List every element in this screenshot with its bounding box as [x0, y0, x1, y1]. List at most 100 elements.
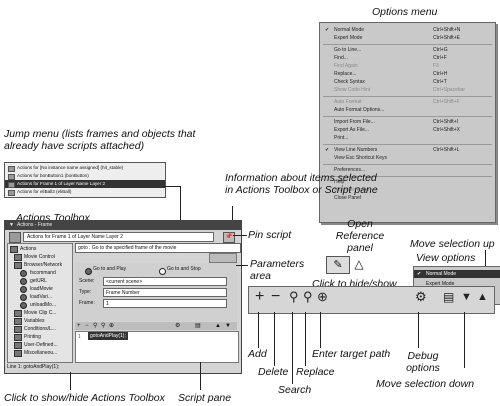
scene-label: Scene: — [79, 278, 95, 284]
options-menu-item[interactable]: Preferences... — [320, 167, 495, 174]
menu-separator — [323, 116, 492, 117]
toolbox-item[interactable]: unloadMo... — [8, 301, 72, 309]
options-menu-item[interactable]: Replace...Ctrl+H — [320, 71, 495, 78]
toolbox-item[interactable]: Movie Clip C... — [8, 309, 72, 317]
menu-separator — [323, 44, 492, 45]
view-options-item[interactable]: ✔Normal Mode — [414, 270, 500, 278]
caption-jump-menu: Jump menu (lists frames and objects that… — [4, 128, 196, 152]
reference-panel-icon[interactable]: ✎ — [326, 256, 350, 274]
script-line[interactable]: gotoAndPlay(1); — [88, 332, 128, 340]
toolbox-item[interactable]: Miscellaneou... — [8, 349, 72, 357]
add-icon[interactable]: + — [77, 323, 81, 329]
caption-pin-script: Pin script — [248, 229, 292, 241]
toolbox-item-label: Printing — [24, 334, 41, 340]
jump-menu-item[interactable]: Actions for bonButton1 (bonButton) — [5, 172, 165, 180]
action-icon — [20, 302, 27, 309]
replace-button[interactable]: ⚲ — [303, 289, 313, 304]
debug-options-button[interactable]: ⚙ — [415, 289, 427, 304]
delete-icon[interactable]: − — [85, 323, 89, 329]
move-down-button[interactable]: ▼ — [461, 291, 472, 303]
status-bar: Line 1: gotoAndPlay(1); — [7, 364, 60, 370]
menu-item-shortcut: Ctrl+Shift+L — [433, 147, 460, 153]
debug-icon[interactable]: ⚙ — [175, 323, 181, 329]
toolbox-item[interactable]: Actions — [8, 245, 72, 253]
book-icon — [10, 246, 18, 253]
menu-item-shortcut: Ctrl+Shift+X — [433, 127, 460, 133]
caption-replace: Replace — [296, 366, 335, 378]
toolbox-item[interactable]: Conditions/L... — [8, 325, 72, 333]
jump-menu-item[interactable]: Actions for Frame 1 of Layer Name Layer … — [5, 180, 165, 188]
search-icon[interactable]: ⚲ — [93, 323, 98, 329]
action-icon — [20, 270, 27, 277]
info-bar: goto : Go to the specified frame of the … — [75, 243, 241, 253]
caption-debug: Debug options — [406, 350, 440, 374]
frame-input[interactable]: 1 — [103, 299, 227, 308]
script-icon — [8, 174, 15, 180]
toolbox-item[interactable]: Movie Control — [8, 253, 72, 261]
script-pane[interactable]: 1 gotoAndPlay(1); — [75, 331, 239, 363]
jump-menu-item[interactable]: Actions for eliBall3 (eliBall) — [5, 188, 165, 196]
scene-select[interactable]: <current scene> — [103, 277, 227, 286]
options-menu-item[interactable]: Help — [320, 179, 495, 186]
menu-item-label: Help — [334, 179, 345, 185]
move-up-icon[interactable]: ▲ — [215, 323, 221, 329]
toolbox-item[interactable]: fscommand — [8, 269, 72, 277]
move-down-icon[interactable]: ▼ — [225, 323, 231, 329]
add-button[interactable]: + — [255, 288, 265, 305]
target-path-button[interactable]: ⊕ — [317, 289, 328, 304]
toolbox-item-label: Miscellaneou... — [24, 350, 58, 356]
toolbox-item[interactable]: loadMovie — [8, 285, 72, 293]
options-menu-item[interactable]: Expert Mode Ctrl+Shift+E — [320, 35, 495, 42]
menu-item-shortcut: Ctrl+Shift+E — [433, 35, 460, 41]
type-select[interactable]: Frame Number — [103, 288, 227, 297]
menu-item-label: Expert Mode — [334, 35, 363, 41]
replace-icon[interactable]: ⚲ — [101, 323, 106, 329]
options-menu-item[interactable]: Import From File...Ctrl+Shift+I — [320, 119, 495, 126]
view-options-icon[interactable]: ▤ — [195, 323, 201, 329]
options-menu-item[interactable]: Go to Line...Ctrl+G — [320, 47, 495, 54]
toolbox-item[interactable]: getURL — [8, 277, 72, 285]
caption-options-menu: Options menu — [372, 6, 438, 18]
radio-go-and-stop[interactable] — [159, 268, 166, 275]
target-icon[interactable]: ⊕ — [109, 323, 115, 329]
toolbox-item[interactable]: Variables — [8, 317, 72, 325]
radio-go-and-play[interactable] — [85, 268, 92, 275]
move-up-button[interactable]: ▲ — [477, 291, 488, 303]
jump-menu[interactable]: Actions for [No instance name assigned] … — [4, 162, 166, 198]
options-menu-item[interactable]: Export As File...Ctrl+Shift+X — [320, 127, 495, 134]
toolbox-item[interactable]: loadVari... — [8, 293, 72, 301]
search-button[interactable]: ⚲ — [289, 289, 299, 304]
options-menu-item[interactable]: Print... — [320, 135, 495, 142]
book-icon — [14, 310, 22, 317]
options-menu-item[interactable]: View Esc Shortcut Keys — [320, 155, 495, 162]
menu-item-label: Check Syntax — [334, 79, 365, 85]
jump-menu-item[interactable]: Actions for [No instance name assigned] … — [5, 164, 165, 172]
reference-toggle-button[interactable] — [209, 253, 237, 263]
toolbox-item[interactable]: Printing — [8, 333, 72, 341]
menu-separator — [323, 164, 492, 165]
options-menu-item[interactable]: Close Panel — [320, 195, 495, 202]
script-target-dropdown[interactable]: Actions for Frame 1 of Layer Name Layer … — [23, 232, 214, 242]
caption-move-up: Move selection up — [410, 238, 495, 250]
menu-item-shortcut: Ctrl+Shift+F — [433, 99, 460, 105]
menu-item-label: View Esc Shortcut Keys — [334, 155, 387, 161]
menu-item-label: Close Panel — [334, 195, 361, 201]
menu-separator — [323, 144, 492, 145]
view-options-item[interactable]: Expert Mode — [414, 280, 500, 288]
toolbox-item[interactable]: User-Defined... — [8, 341, 72, 349]
options-menu-item[interactable]: Auto Format Options... — [320, 107, 495, 114]
toolbox-item[interactable]: Browser/Network — [8, 261, 72, 269]
toolbox-item-label: Movie Clip C... — [24, 310, 57, 316]
triangle-icon[interactable]: △ — [354, 257, 364, 271]
script-icon — [8, 182, 15, 188]
collapse-arrow-icon[interactable]: ▼ — [9, 222, 14, 228]
delete-button[interactable]: − — [271, 288, 281, 305]
panel-titlebar[interactable]: ▼ Actions - Frame — [5, 221, 241, 230]
pin-script-button[interactable]: 📌 — [223, 232, 235, 243]
view-options-button[interactable]: ▤ — [443, 290, 455, 304]
options-menu-item[interactable]: Find...Ctrl+F — [320, 55, 495, 62]
